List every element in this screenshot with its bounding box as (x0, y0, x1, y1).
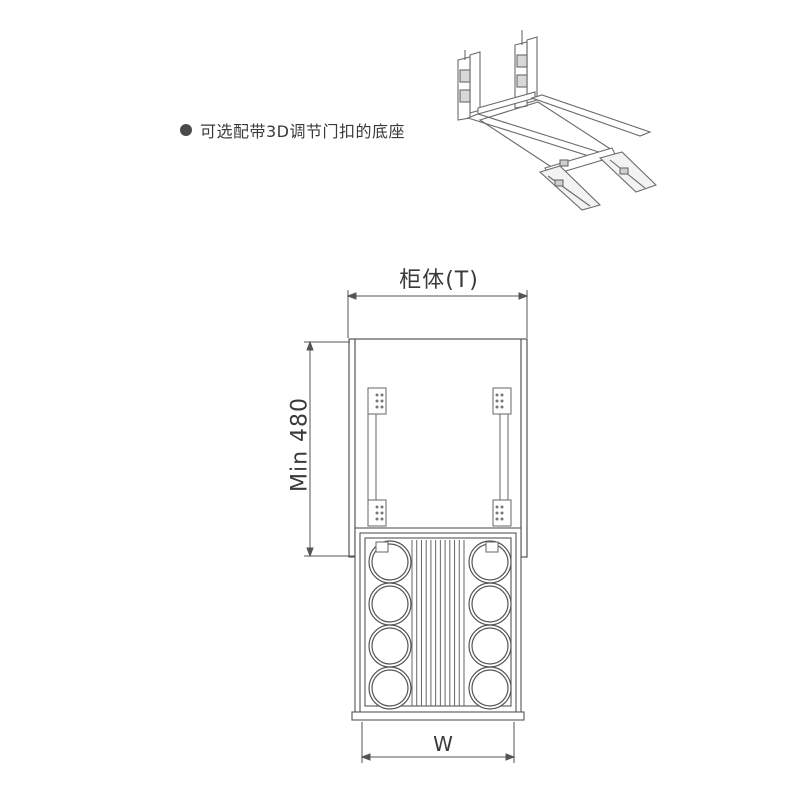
caption-text: 可选配带3D调节门扣的底座 (200, 122, 406, 141)
caption: 可选配带3D调节门扣的底座 (180, 118, 405, 142)
bottle-ring (468, 666, 512, 710)
bottle-ring (368, 666, 412, 710)
bullet-icon (180, 124, 192, 136)
base-frame-illustration (457, 30, 658, 211)
bottle-ring (468, 582, 512, 626)
min-height-label: Min 480 (287, 396, 313, 493)
bottle-ring (368, 540, 412, 584)
bottle-ring-inner (471, 669, 509, 707)
cabinet-depth-label: 柜体(T) (399, 268, 479, 293)
bottle-ring (368, 624, 412, 668)
ring-hooks (375, 541, 499, 553)
width-dimension (360, 722, 516, 763)
bottle-ring-inner (471, 585, 509, 623)
bottle-ring-inner (371, 585, 409, 623)
bottle-ring-inner (471, 627, 509, 665)
cabinet-depth-dimension (346, 290, 529, 338)
bottle-rings (368, 540, 512, 710)
bottle-ring-inner (371, 669, 409, 707)
bottle-ring-inner (371, 627, 409, 665)
min-height-dimension (304, 340, 360, 558)
width-label: W (433, 732, 453, 756)
side-mounting-rails (367, 387, 512, 527)
bottle-ring (368, 582, 412, 626)
basket-rods (411, 540, 465, 706)
bottle-ring (468, 624, 512, 668)
bottle-ring-inner (371, 543, 409, 581)
